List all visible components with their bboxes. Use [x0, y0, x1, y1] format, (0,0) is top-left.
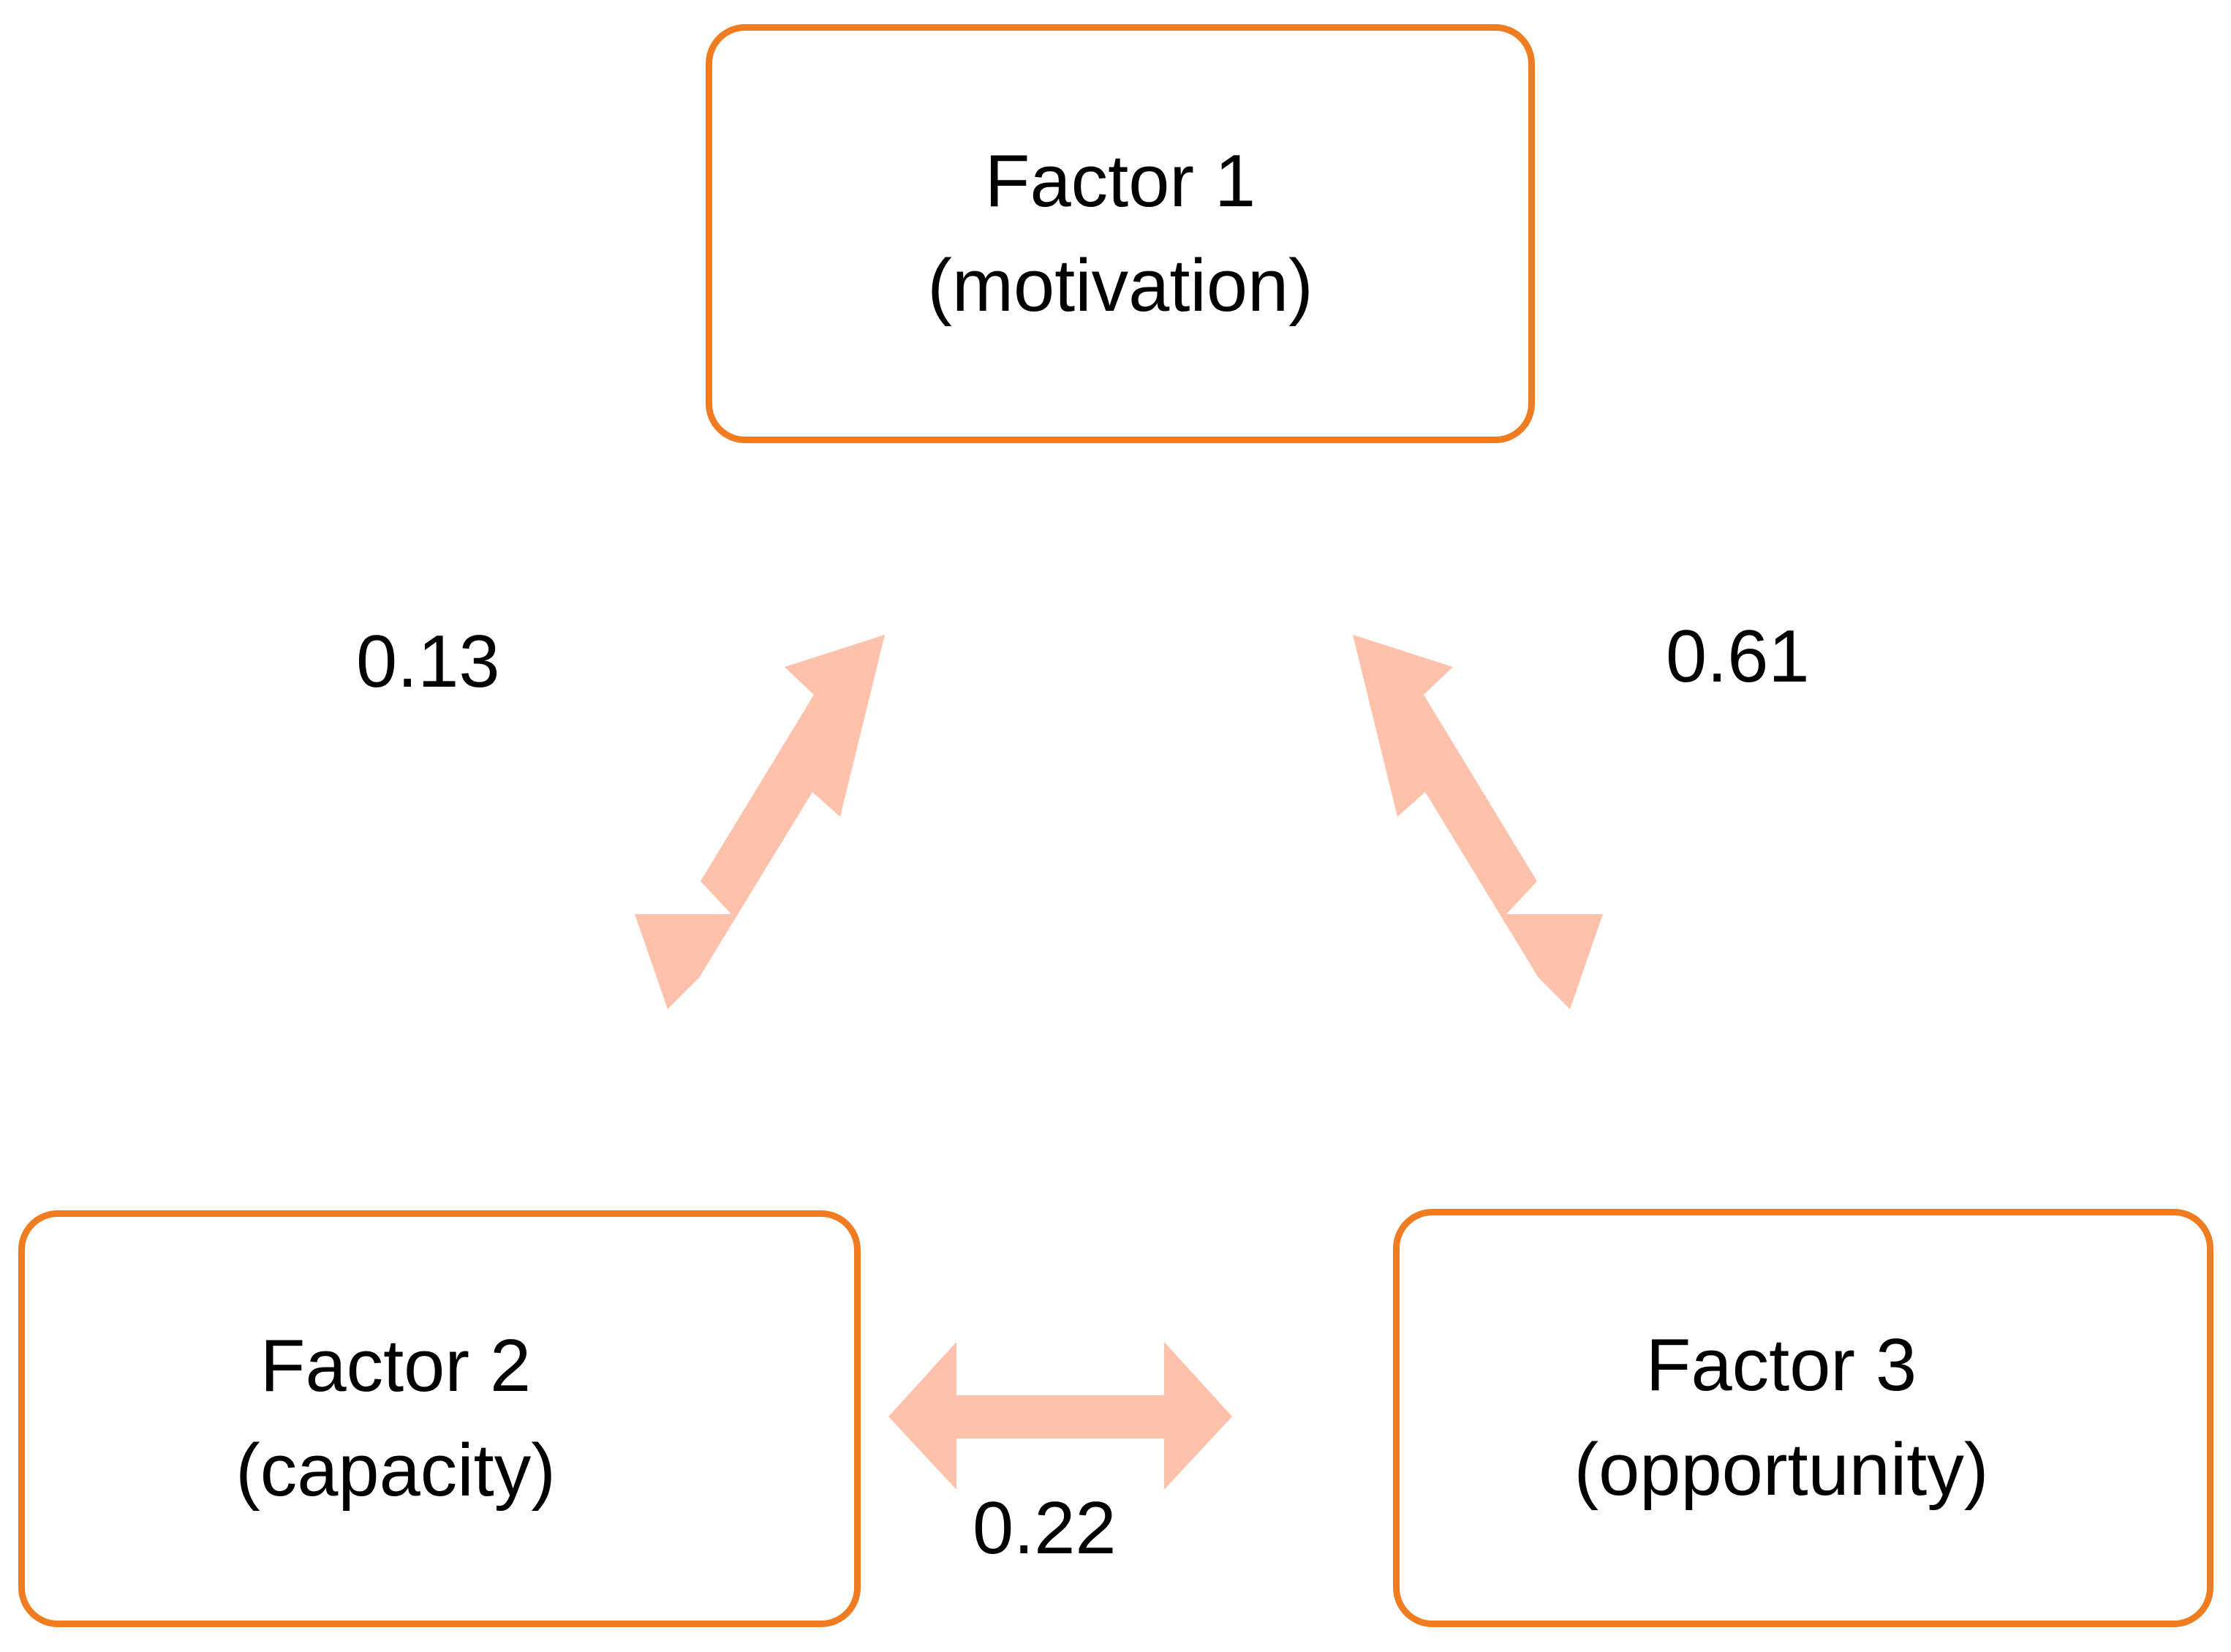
correlation-label-f2-f3: 0.22 — [973, 1487, 1117, 1569]
factor-box-factor2[interactable]: Factor 2 (capacity) — [18, 1210, 861, 1627]
double-arrow-factor2-factor3 — [888, 1342, 1232, 1490]
factor1-subtitle: (motivation) — [927, 244, 1313, 327]
double-arrow-factor1-factor2 — [635, 635, 885, 1009]
factor2-text-wrap: Factor 2 (capacity) — [235, 1329, 556, 1508]
correlation-label-f1-f2: 0.13 — [356, 621, 500, 703]
factor2-title: Factor 2 — [260, 1325, 532, 1407]
factor-box-factor3[interactable]: Factor 3 (opportunity) — [1393, 1209, 2213, 1627]
factor1-text-wrap: Factor 1 (motivation) — [927, 140, 1313, 327]
factor3-text-wrap: Factor 3 (opportunity) — [1574, 1329, 1989, 1507]
factor2-subtitle: (capacity) — [235, 1430, 556, 1512]
factor3-subtitle: (opportunity) — [1574, 1429, 1989, 1511]
factor1-title: Factor 1 — [984, 140, 1256, 222]
double-arrow-factor1-factor3 — [1353, 635, 1603, 1009]
factor-box-factor1[interactable]: Factor 1 (motivation) — [706, 24, 1535, 443]
factor3-title: Factor 3 — [1645, 1324, 1917, 1406]
correlation-label-f1-f3: 0.61 — [1666, 616, 1810, 698]
